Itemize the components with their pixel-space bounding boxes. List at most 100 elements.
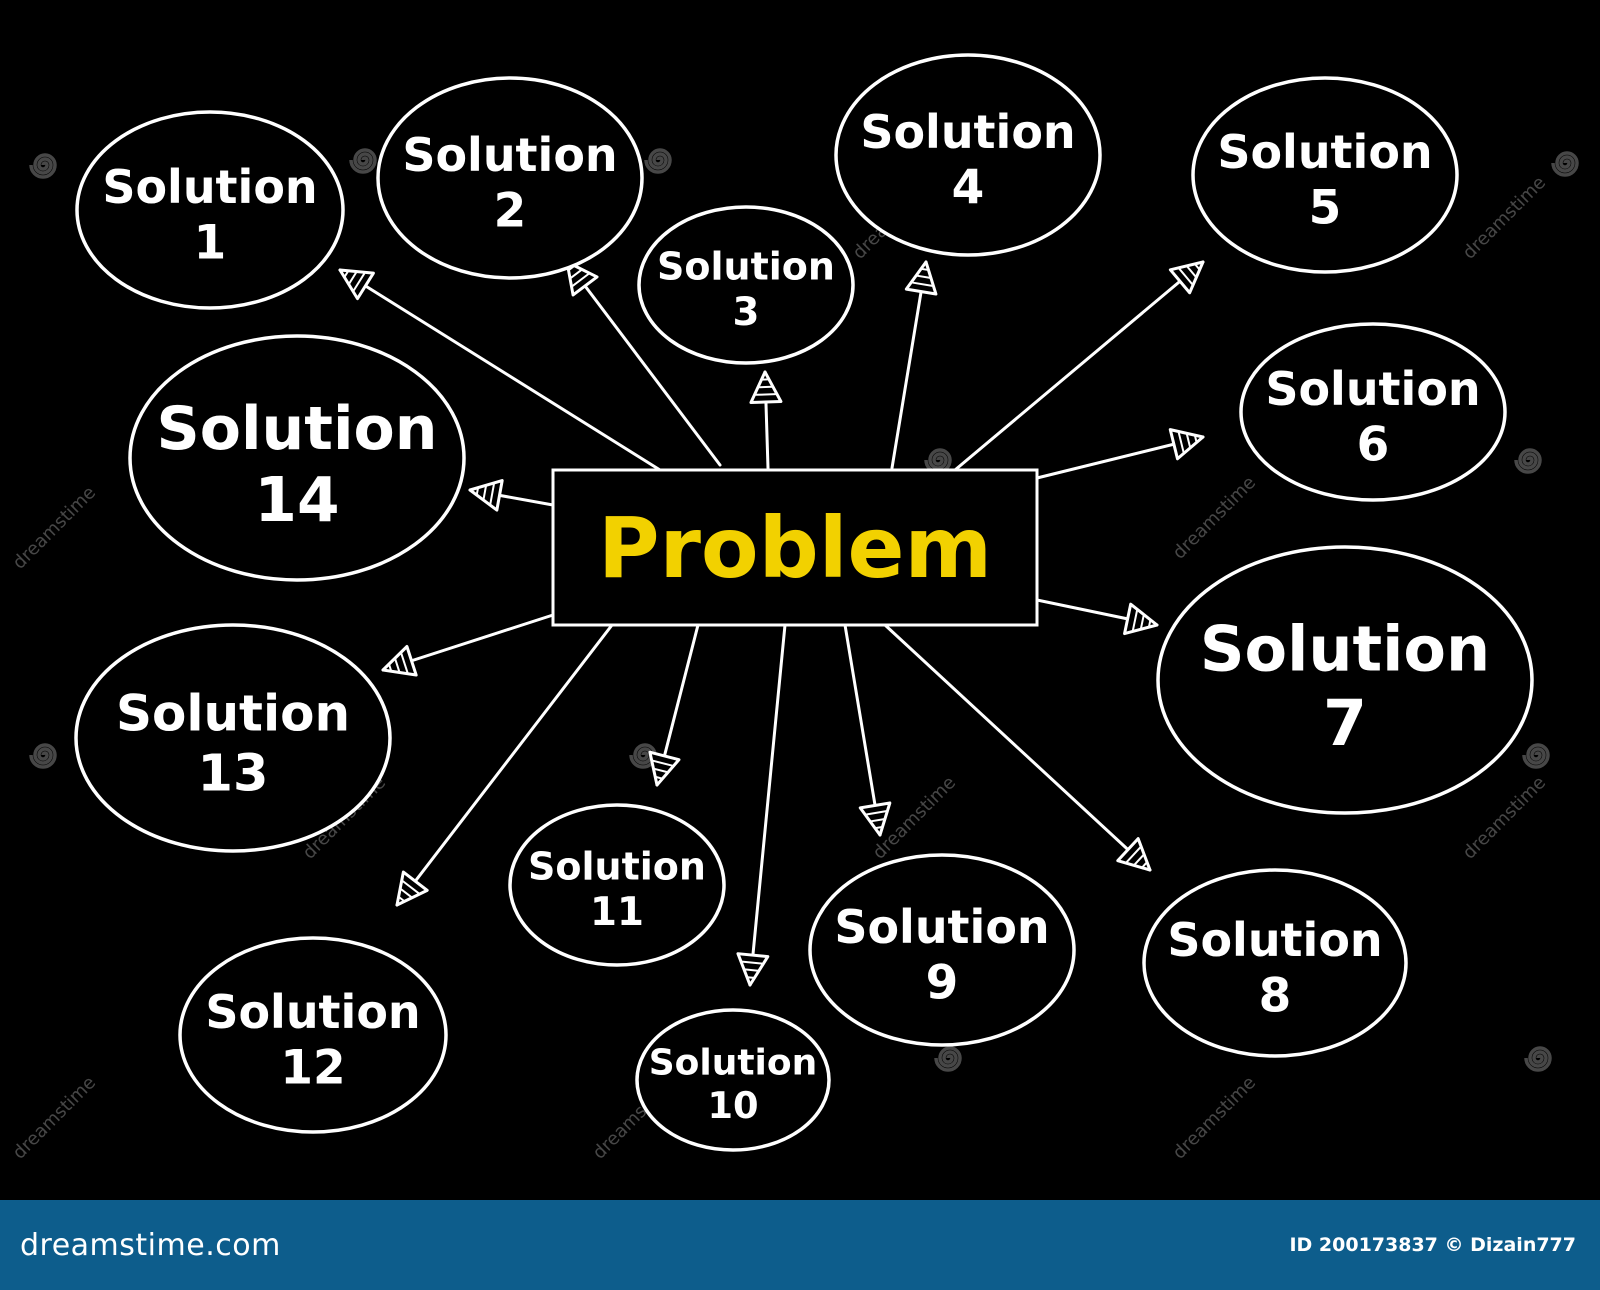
solution-bubble <box>635 1008 831 1152</box>
arrowhead-hatch <box>400 888 413 899</box>
arrowhead-hatch <box>870 818 885 823</box>
watermark-text: dreamstime <box>9 482 100 573</box>
mind-map-diagram: dreamstime dreamstime dreamstime dreamstime… <box>9 53 1579 1164</box>
solution-bubble <box>834 53 1102 257</box>
arrowhead-hatch <box>571 273 590 287</box>
solution-bubble <box>128 334 466 582</box>
arrowhead-hatch <box>653 767 668 774</box>
solution-bubble <box>637 205 855 365</box>
solution-label: Solution <box>1265 362 1480 416</box>
arrowhead-hatch <box>1194 263 1201 271</box>
solution-bubble <box>178 936 448 1134</box>
connector-line <box>890 260 928 470</box>
solution-bubble <box>1191 76 1459 274</box>
spiral-logo-icon <box>934 1046 962 1072</box>
arrowhead-icon <box>1123 602 1159 636</box>
arrowhead-hatch <box>747 976 755 979</box>
footer-credit: ID 200173837 © Dizain777 <box>1289 1234 1576 1256</box>
arrowhead-hatch <box>1133 854 1145 866</box>
solution-bubble <box>508 803 726 967</box>
connector-line <box>748 623 787 987</box>
center-node: Problem <box>551 468 1039 627</box>
watermark-text: dreamstime <box>1169 472 1260 563</box>
arrowhead-hatch <box>742 960 763 965</box>
spiral-logo-icon <box>1551 151 1579 177</box>
arrowhead-hatch <box>400 653 409 674</box>
arrowhead-hatch <box>1131 610 1139 631</box>
solution-label: Solution <box>157 394 438 464</box>
arrowhead-icon <box>468 479 504 512</box>
arrowhead-hatch <box>394 658 401 673</box>
connector-line <box>843 623 882 837</box>
arrowhead-hatch <box>570 269 583 279</box>
solution-label: Solution <box>649 1043 818 1084</box>
arrowhead-hatch <box>1186 265 1197 278</box>
spiral-logo-icon <box>29 153 57 179</box>
footer-brand[interactable]: dreamstime.com <box>20 1227 281 1263</box>
arrowhead-hatch <box>1178 268 1194 285</box>
arrowhead-hatch <box>1185 433 1192 448</box>
watermark-text: dreamstime <box>1459 772 1550 863</box>
solution-label: Solution <box>657 244 835 288</box>
watermark-text: dreamstime <box>9 1072 100 1163</box>
solution-label: Solution <box>402 128 617 182</box>
solution-number: 9 <box>926 955 959 1010</box>
solution-bubble <box>1142 868 1408 1058</box>
solution-label: Solution <box>1167 913 1382 967</box>
arrowhead-hatch <box>402 880 420 895</box>
solution-label: Solution <box>1217 125 1432 179</box>
footer-bar: dreamstime.com ID 200173837 © Dizain777 <box>0 1200 1600 1290</box>
solution-number: 13 <box>198 745 269 804</box>
watermark-text: dreamstime <box>1459 172 1550 263</box>
solution-number: 5 <box>1309 180 1342 235</box>
connector-line <box>883 623 1152 872</box>
solution-label: Solution <box>528 844 706 888</box>
solution-bubble <box>1239 322 1507 502</box>
arrowhead-hatch <box>652 759 673 767</box>
spiral-logo-icon <box>29 743 57 769</box>
arrowhead-hatch <box>912 281 933 287</box>
spiral-logo-icon <box>1514 448 1542 474</box>
solution-label: Solution <box>102 160 317 214</box>
arrowhead-hatch <box>1125 846 1142 863</box>
mind-map-canvas: dreamstime dreamstime dreamstime dreamstime… <box>8 53 1579 1164</box>
spiral-logo-icon <box>1522 743 1550 769</box>
arrowhead-hatch <box>352 272 366 292</box>
arrowhead-hatch <box>744 968 759 972</box>
arrow-layer <box>338 260 1205 987</box>
watermark-text: dreamstime <box>1169 1072 1260 1163</box>
arrowhead-hatch <box>755 393 776 396</box>
spiral-logo-icon <box>349 148 377 174</box>
arrowhead-hatch <box>1177 432 1185 453</box>
arrowhead-hatch <box>388 664 393 672</box>
solution-bubble <box>1156 545 1534 815</box>
arrowhead-hatch <box>1141 861 1148 869</box>
solution-number: 3 <box>733 290 760 335</box>
arrowhead-hatch <box>1147 619 1152 627</box>
solution-label: Solution <box>116 685 350 743</box>
spiral-logo-icon <box>644 148 672 174</box>
solution-number: 1 <box>194 215 227 270</box>
solution-number: 8 <box>1259 968 1292 1023</box>
node-layer: Solution1Solution2Solution3Solution4Solu… <box>74 53 1534 1152</box>
connector-line <box>395 623 614 907</box>
connector-line <box>338 268 662 472</box>
arrowhead-hatch <box>343 270 349 278</box>
connector-line <box>565 260 722 467</box>
solution-bubble <box>376 76 644 280</box>
arrowhead-hatch <box>655 775 663 780</box>
arrowhead-icon <box>1168 428 1205 461</box>
solution-number: 10 <box>707 1084 758 1127</box>
